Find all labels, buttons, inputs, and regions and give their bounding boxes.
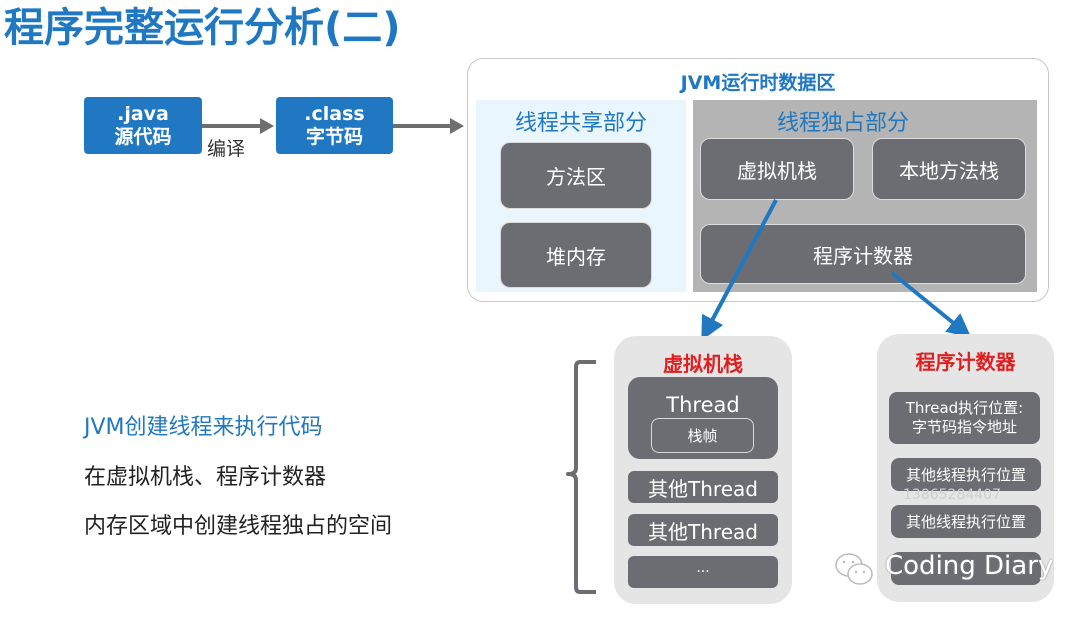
native-method-stack-box: 本地方法栈 <box>872 138 1026 200</box>
watermark-brand: Coding Diary <box>885 551 1054 581</box>
other-thread-position-row: 其他线程执行位置 <box>891 505 1041 538</box>
more-threads-ellipsis: ··· <box>628 556 778 588</box>
heap-box: 堆内存 <box>500 222 652 288</box>
pc-detail-title: 程序计数器 <box>915 350 1016 374</box>
class-bytecode-line2: 字节码 <box>305 125 363 148</box>
jvm-runtime-title: JVM运行时数据区 <box>680 72 836 94</box>
vm-stack-arrow <box>701 199 778 341</box>
method-area-box: 方法区 <box>500 142 652 209</box>
page-title: 程序完整运行分析(二) <box>4 5 401 51</box>
bracket-icon <box>566 360 596 594</box>
thread-private-title: 线程独占部分 <box>776 111 909 136</box>
compile-arrow-head-icon <box>260 118 274 134</box>
stack-frame-box: 栈帧 <box>651 418 754 453</box>
java-source-line1: .java <box>117 102 169 125</box>
other-thread-row: 其他Thread <box>628 514 778 546</box>
class-bytecode-line1: .class <box>304 102 365 125</box>
load-arrow-head-icon <box>450 118 464 134</box>
class-bytecode-box: .class 字节码 <box>276 97 393 154</box>
program-counter-box: 程序计数器 <box>700 224 1026 284</box>
thread-position-box: Thread执行位置: 字节码指令地址 <box>889 392 1040 444</box>
compile-arrow-line <box>202 124 262 128</box>
vm-stack-box: 虚拟机栈 <box>700 138 854 200</box>
vm-stack-detail-title: 虚拟机栈 <box>663 352 743 376</box>
compile-label: 编译 <box>207 138 246 160</box>
thread-position-line2: 字节码指令地址 <box>911 418 1017 436</box>
wechat-icon <box>835 553 873 585</box>
description-line-1: JVM创建线程来执行代码 <box>84 415 323 440</box>
thread-shared-title: 线程共享部分 <box>514 111 647 136</box>
other-thread-position-row: 其他线程执行位置 <box>891 458 1041 491</box>
other-thread-row: 其他Thread <box>628 471 778 503</box>
java-source-box: .java 源代码 <box>84 97 202 154</box>
load-arrow-line <box>393 124 451 128</box>
program-counter-arrow <box>890 271 972 338</box>
pc-more-row <box>891 552 1041 585</box>
description-line-3: 内存区域中创建线程独占的空间 <box>84 514 393 539</box>
java-source-line2: 源代码 <box>114 125 172 148</box>
thread-position-line1: Thread执行位置: <box>905 399 1024 417</box>
thread-label: Thread <box>666 393 740 417</box>
description-line-2: 在虚拟机栈、程序计数器 <box>84 465 327 490</box>
watermark-number: 13865284407 <box>903 487 1001 503</box>
